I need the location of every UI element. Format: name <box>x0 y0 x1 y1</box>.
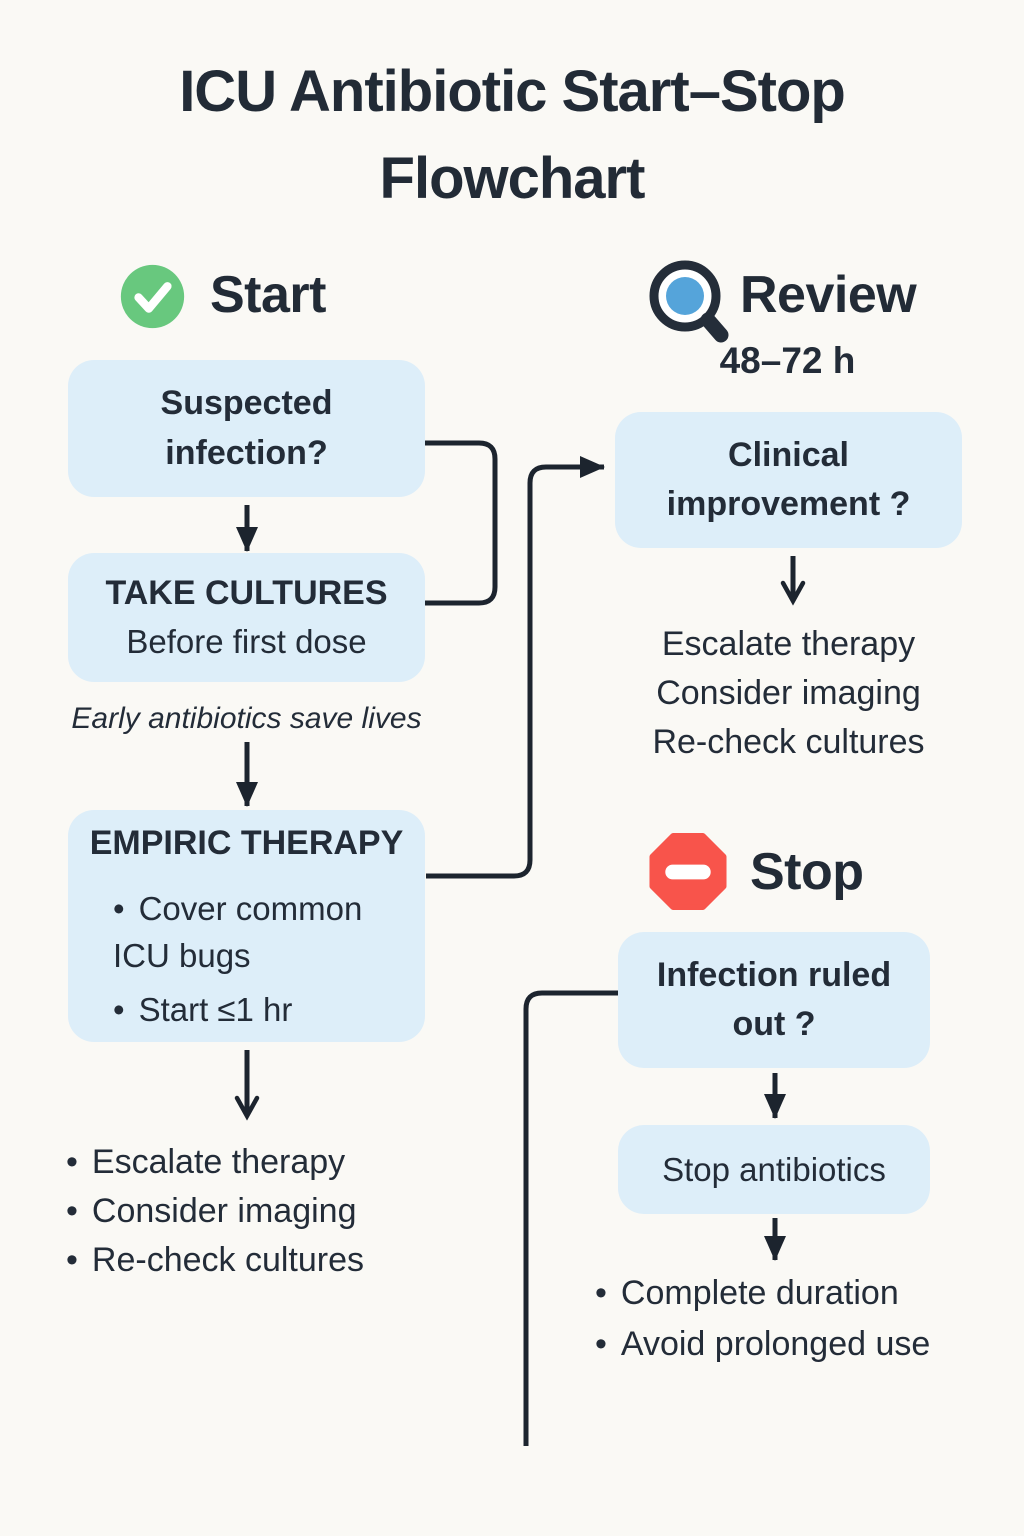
node-take-cultures-subtitle: Before first dose <box>126 623 367 661</box>
node-stop-antibiotics: Stop antibiotics <box>618 1125 930 1214</box>
list-item: Avoid prolonged use <box>595 1319 930 1370</box>
list-item: Cover common ICU bugs <box>113 886 370 978</box>
node-clinical-improvement: Clinical improvement ? <box>615 412 962 548</box>
empiric-bullet-list: Cover common ICU bugs Start ≤1 hr <box>68 878 425 1033</box>
page-title: ICU Antibiotic Start–Stop Flowchart <box>179 59 846 211</box>
node-take-cultures-title: TAKE CULTURES <box>105 573 388 612</box>
review-timeframe: 48–72 h <box>719 340 856 381</box>
empiric-outcomes-list: Escalate therapy Consider imaging Re-che… <box>66 1138 364 1285</box>
node-stop-antibiotics-text: Stop antibiotics <box>662 1150 886 1188</box>
check-circle-icon <box>120 264 185 329</box>
start-heading: Start <box>210 266 326 324</box>
node-clinical-improvement-text: Clinical improvement ? <box>666 435 911 523</box>
list-item: Consider imaging <box>66 1187 364 1236</box>
connector-empiric-to-clinical <box>426 456 605 879</box>
node-suspected-infection-text: Suspected infection? <box>160 384 333 472</box>
magnifier-icon <box>649 260 729 343</box>
list-item: Escalate therapy <box>661 625 916 663</box>
list-item: Escalate therapy <box>66 1138 364 1187</box>
stop-octagon-icon <box>649 832 727 911</box>
node-infection-ruled-out: Infection ruled out ? <box>618 932 930 1068</box>
review-outcomes-list: Escalate therapy Consider imaging Re-che… <box>615 620 962 767</box>
connector-ruledout-down <box>523 990 618 1446</box>
node-infection-ruled-out-text: Infection ruled out ? <box>656 955 892 1043</box>
node-suspected-infection: Suspected infection? <box>68 360 425 497</box>
list-item: Re-check cultures <box>652 722 925 761</box>
list-item: Consider imaging <box>656 673 921 712</box>
list-item: Complete duration <box>595 1268 930 1319</box>
review-heading: Review <box>740 266 917 324</box>
early-antibiotics-note: Early antibiotics save lives <box>71 702 422 735</box>
stop-heading: Stop <box>750 843 864 901</box>
connector-suspected-cultures-bracket <box>425 440 498 606</box>
stop-outcomes-list: Complete duration Avoid prolonged use <box>595 1268 930 1370</box>
list-item: Re-check cultures <box>66 1236 364 1285</box>
list-item: Start ≤1 hr <box>113 987 370 1033</box>
node-empiric-therapy-title: EMPIRIC THERAPY <box>89 824 404 863</box>
node-take-cultures: TAKE CULTURES Before first dose <box>68 553 425 682</box>
node-empiric-therapy: EMPIRIC THERAPY Cover common ICU bugs St… <box>68 810 425 1042</box>
